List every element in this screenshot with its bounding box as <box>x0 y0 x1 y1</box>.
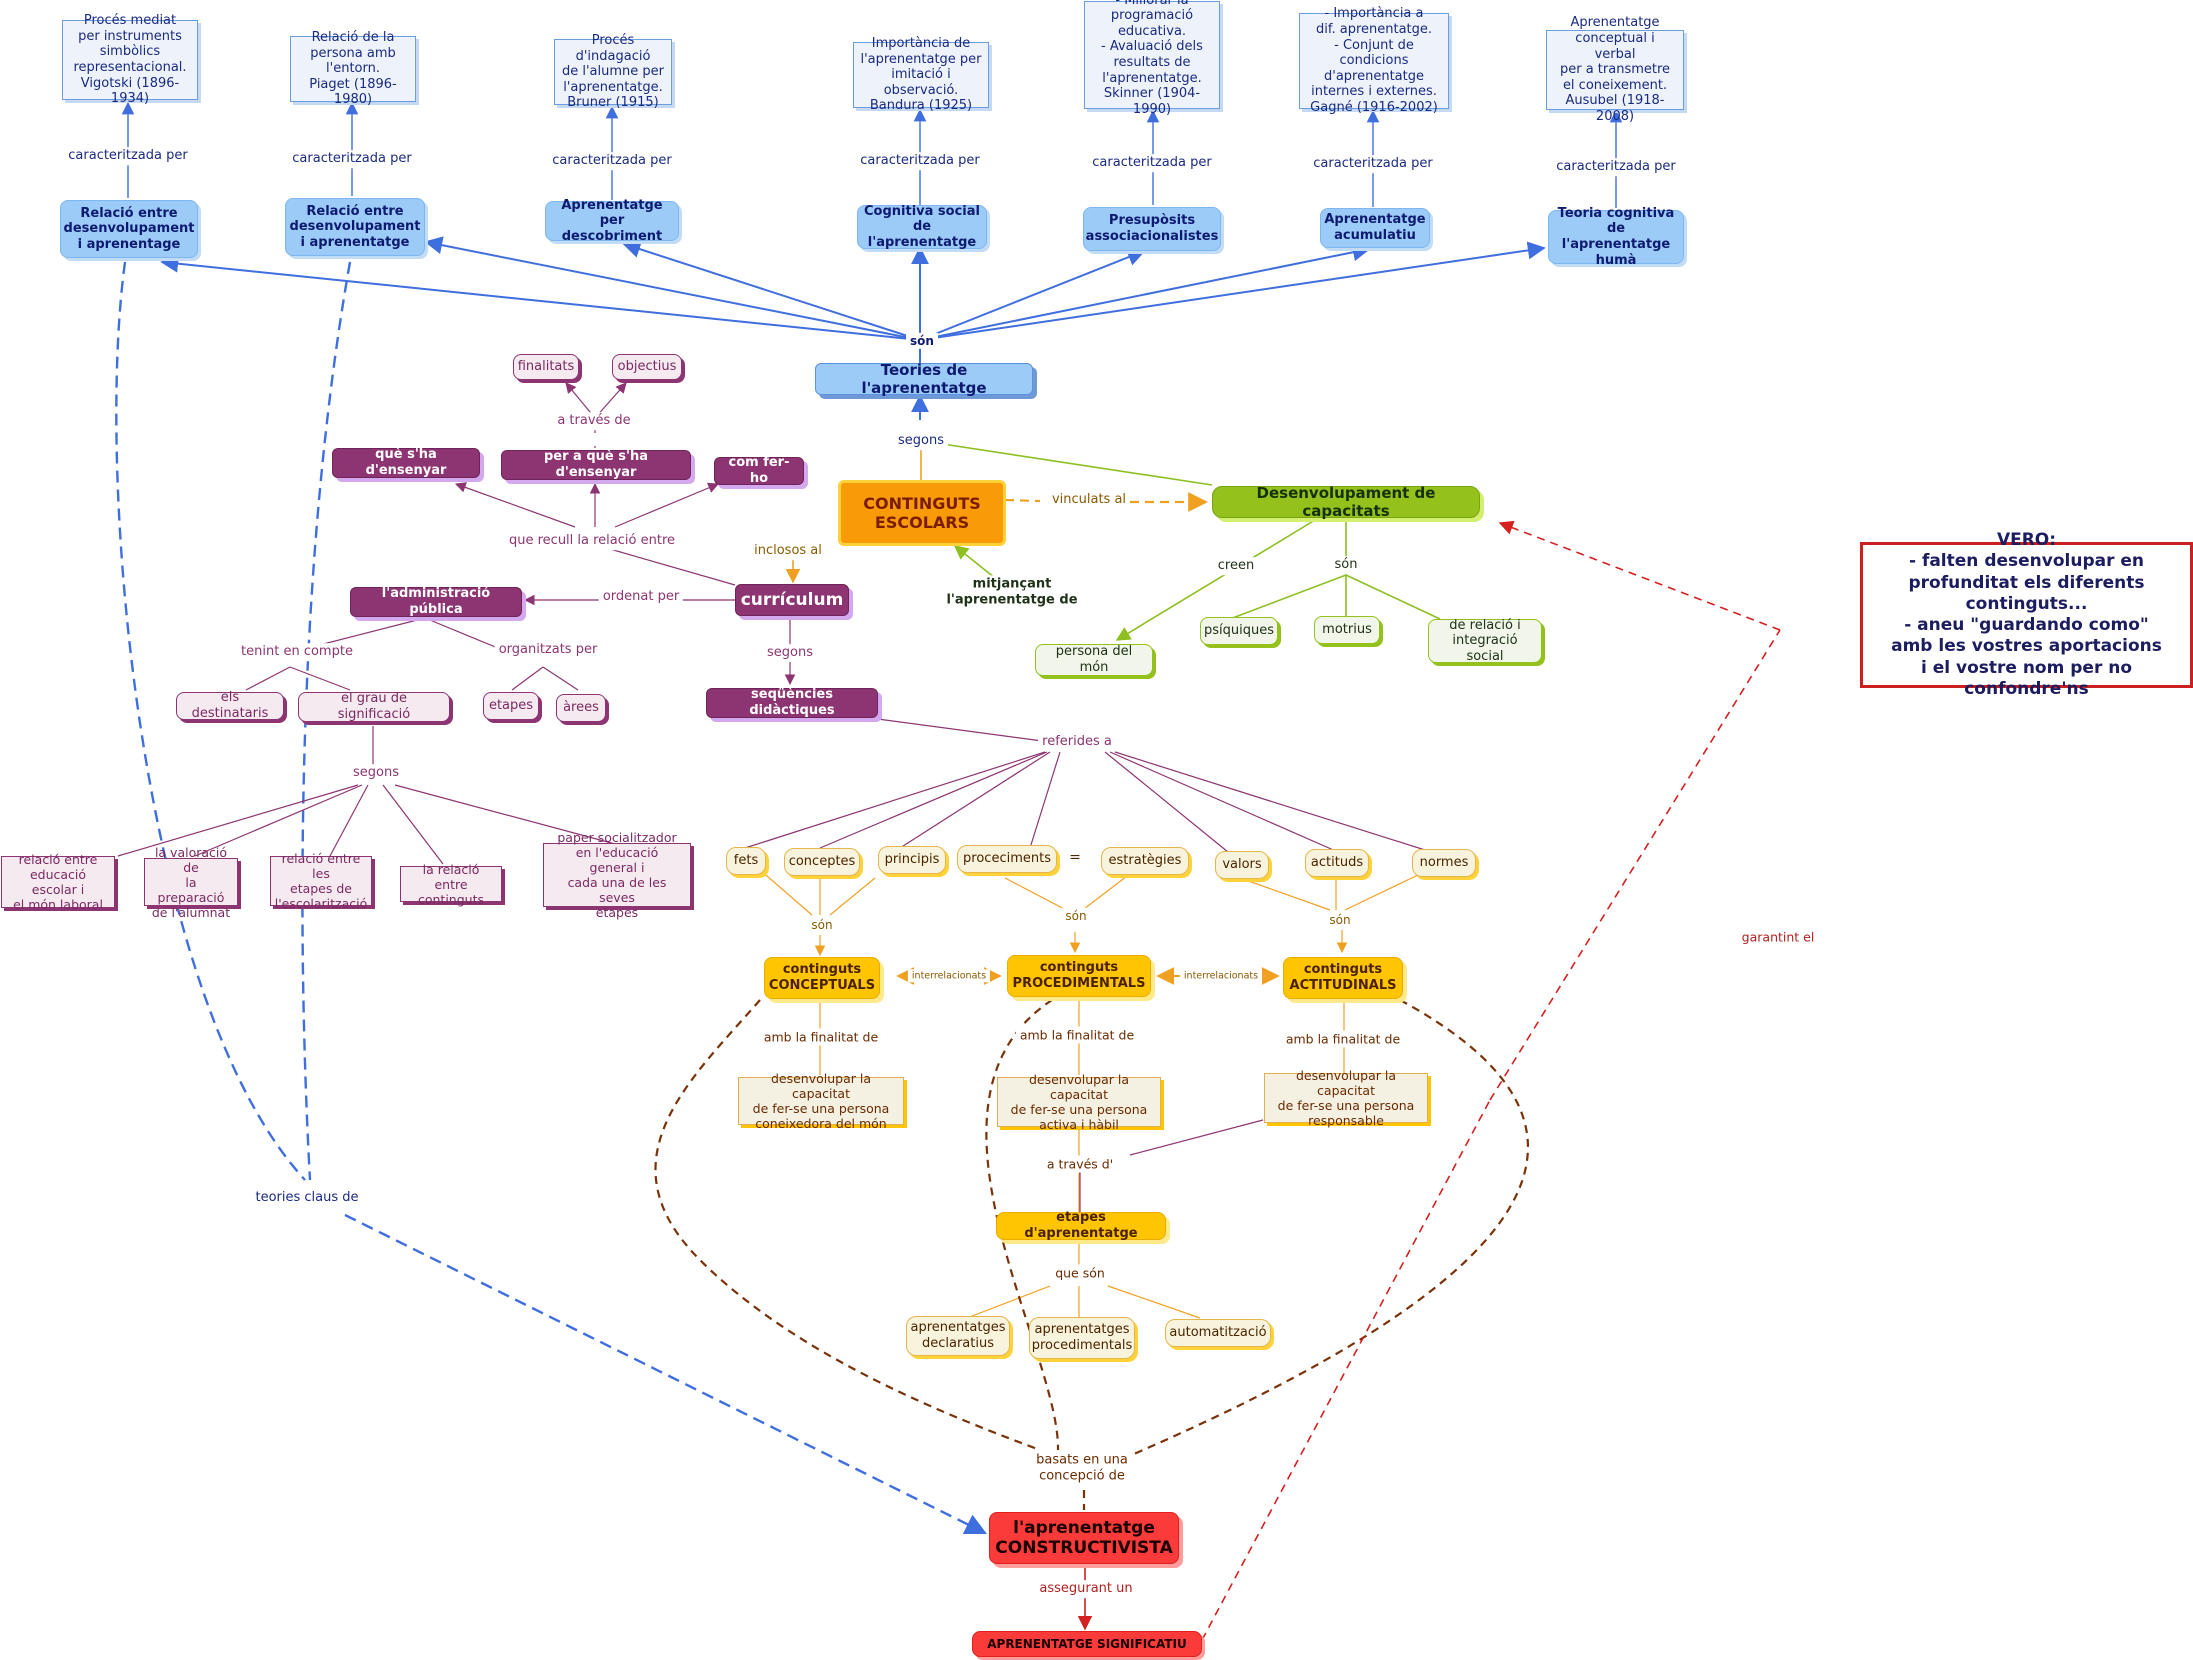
equals-sign: = <box>1065 848 1085 868</box>
link-label: caracteritzada per <box>548 152 676 170</box>
link-label: caracteritzada per <box>1552 158 1680 176</box>
valoracio-alumnat-node[interactable]: la valoració de la preparació de l'alumn… <box>144 845 238 920</box>
link-label: són <box>1061 907 1091 925</box>
link-label: són <box>906 332 938 350</box>
link-label: amb la finalitat de <box>1015 1026 1139 1044</box>
procediments-node[interactable]: proceciments <box>957 845 1057 873</box>
continguts-conceptuals-node[interactable]: continguts CONCEPTUALS <box>764 957 880 999</box>
link-label: són <box>1325 911 1355 929</box>
fets-node[interactable]: fets <box>726 847 766 875</box>
link-label: segons <box>763 644 817 662</box>
link-label: són <box>1330 556 1362 574</box>
finalitats-node[interactable]: finalitats <box>513 354 579 380</box>
principis-node[interactable]: principis <box>878 846 946 874</box>
que-ensenyar-node[interactable]: què s'ha d'ensenyar <box>332 447 480 478</box>
sequencies-didactiques-node[interactable]: seqüències didàctiques <box>706 687 878 718</box>
link-label: segons <box>894 432 948 450</box>
link-label: que recull la relació entre <box>504 532 680 550</box>
relacio-continguts-node[interactable]: la relació entre continguts <box>400 862 502 907</box>
link-label: són <box>807 916 837 934</box>
link-label: que són <box>1051 1264 1109 1282</box>
conceptes-node[interactable]: conceptes <box>784 848 860 876</box>
link-label: inclosos al <box>750 542 826 560</box>
link-label: interrelacionats <box>907 969 991 983</box>
theory-cognitiva-huma[interactable]: Teoria cognitiva de l'aprenentatge humà <box>1548 206 1684 268</box>
administracio-publica-node[interactable]: l'administració pública <box>350 586 522 617</box>
theory-presuposits[interactable]: Presupòsits associacionalistes <box>1083 207 1221 251</box>
desenvolupament-capacitats-node[interactable]: Desenvolupament de capacitats <box>1212 484 1480 520</box>
psiquiques-node[interactable]: psíquiques <box>1200 617 1278 645</box>
etapes-aprenentatge-node[interactable]: etapes d'aprenentatge <box>996 1210 1166 1241</box>
motrius-node[interactable]: motrius <box>1314 616 1380 644</box>
link-label: vinculats al <box>1047 491 1131 509</box>
curriculum-node[interactable]: currículum <box>735 584 849 616</box>
normes-node[interactable]: normes <box>1412 849 1476 877</box>
bandura-description: Importància de l'aprenentatge per imitac… <box>853 36 989 113</box>
link-label: basats en una concepció de <box>1032 1451 1132 1485</box>
com-ferho-node[interactable]: com fer-ho <box>714 455 804 486</box>
estrategies-node[interactable]: estratègies <box>1101 847 1189 875</box>
automatitzacio-node[interactable]: automatització <box>1165 1319 1271 1347</box>
escolar-laboral-node[interactable]: relació entre educació escolar i el món … <box>1 852 115 912</box>
link-label: a través de <box>553 412 635 430</box>
continguts-procedimentals-node[interactable]: continguts PROCEDIMENTALS <box>1007 955 1151 997</box>
vero-note: VERO: - falten desenvolupar en profundit… <box>1860 530 2193 699</box>
vigotski-description: Procés mediat per instruments simbòlics … <box>62 13 198 106</box>
ausubel-description: Aprenentatge conceptual i verbal per a t… <box>1546 15 1684 124</box>
theory-relacio-piaget[interactable]: Relació entre desenvolupament i aprenent… <box>285 198 425 256</box>
theory-cognitiva-social[interactable]: Cognitiva social de l'aprenentatge <box>857 204 987 250</box>
gagne-description: - Importància a dif. aprenentatge. - Con… <box>1299 6 1449 115</box>
destinataris-node[interactable]: els destinataris <box>176 690 284 721</box>
link-label: segons <box>349 764 403 782</box>
etapes-node[interactable]: etapes <box>483 692 539 720</box>
grau-significacio-node[interactable]: el grau de significació <box>298 691 450 722</box>
link-label: caracteritzada per <box>856 152 984 170</box>
link-label: caracteritzada per <box>64 147 192 165</box>
continguts-actitudinals-node[interactable]: continguts ACTITUDINALS <box>1283 957 1403 999</box>
link-label: referides a <box>1038 733 1116 751</box>
paper-socialitzador-node[interactable]: paper socialitzador en l'educació genera… <box>543 830 691 920</box>
link-label: mitjançant l'aprenentatge de <box>942 575 1082 609</box>
relacio-integracio-node[interactable]: de relació i integració social <box>1428 618 1542 664</box>
aprenentatge-significatiu-node[interactable]: APRENENTATGE SIGNIFICATIU <box>972 1631 1202 1657</box>
link-label: a través d' <box>1042 1155 1118 1173</box>
arees-node[interactable]: àrees <box>556 694 606 722</box>
valors-node[interactable]: valors <box>1215 851 1269 879</box>
aprenentatges-declaratius-node[interactable]: aprenentatges declaratius <box>906 1316 1010 1356</box>
theory-acumulatiu[interactable]: Aprenentatge acumulatiu <box>1320 208 1430 248</box>
actituds-node[interactable]: actituds <box>1305 849 1369 877</box>
link-label: caracteritzada per <box>1088 154 1216 172</box>
skinner-description: - Millorar la programació educativa. - A… <box>1084 0 1220 117</box>
etapes-escolaritzacio-node[interactable]: relació entre les etapes de l'escolaritz… <box>270 851 372 911</box>
continguts-escolars-node[interactable]: CONTINGUTS ESCOLARS <box>838 480 1006 546</box>
link-label: tenint en compte <box>237 643 357 661</box>
objectius-node[interactable]: objectius <box>612 354 682 380</box>
theory-relacio-vigotski[interactable]: Relació entre desenvolupament i aprenent… <box>60 200 198 258</box>
link-label: teories claus de <box>251 1189 363 1207</box>
link-label: caracteritzada per <box>288 150 416 168</box>
link-label: amb la finalitat de <box>759 1028 883 1046</box>
link-label: ordenat per <box>598 588 684 606</box>
link-label: creen <box>1213 557 1259 575</box>
capacitat-activa-node[interactable]: desenvolupar la capacitat de fer-se una … <box>997 1072 1161 1132</box>
link-label: interrelacionats <box>1179 969 1263 983</box>
piaget-description: Relació de la persona amb l'entorn. Piag… <box>290 30 416 107</box>
persona-del-mon-node[interactable]: persona del món <box>1035 644 1153 676</box>
aprenentatges-procedimentals-node[interactable]: aprenentatges procedimentals <box>1029 1317 1135 1359</box>
link-label: organitzats per <box>494 641 602 659</box>
capacitat-coneixedora-node[interactable]: desenvolupar la capacitat de fer-se una … <box>738 1071 904 1131</box>
link-label: garantint el <box>1737 928 1819 946</box>
link-label: assegurant un <box>1035 1580 1137 1598</box>
capacitat-responsable-node[interactable]: desenvolupar la capacitat de fer-se una … <box>1264 1068 1428 1128</box>
teories-aprenentatge-node[interactable]: Teories de l'aprenentatge <box>815 361 1033 397</box>
theory-descobriment[interactable]: Aprenentatge per descobriment <box>545 198 679 244</box>
link-label: caracteritzada per <box>1309 155 1437 173</box>
link-label: amb la finalitat de <box>1281 1030 1405 1048</box>
aprenentatge-constructivista-node[interactable]: l'aprenentatge CONSTRUCTIVISTA <box>989 1512 1179 1564</box>
per-a-que-ensenyar-node[interactable]: per a què s'ha d'ensenyar <box>501 449 691 480</box>
bruner-description: Procés d'indagació de l'alumne per l'apr… <box>554 33 672 110</box>
